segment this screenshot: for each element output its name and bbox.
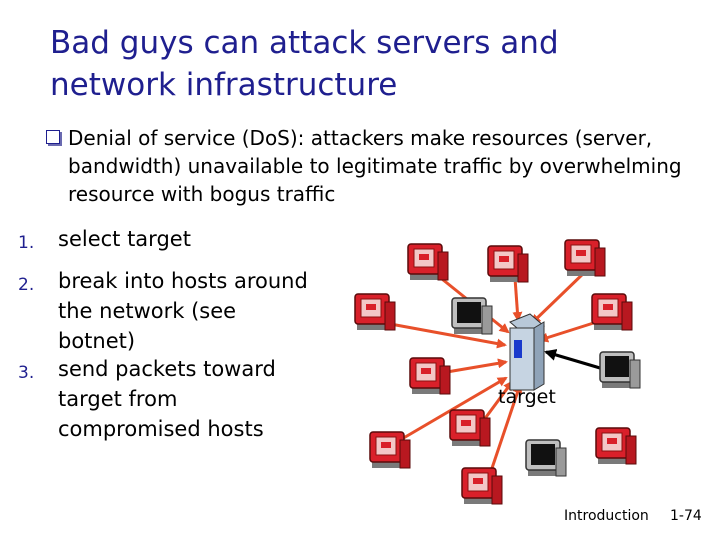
footer-section: Introduction [564, 508, 649, 524]
compromised-host-icon [595, 427, 637, 465]
step-text: send packets toward target from compromi… [58, 357, 276, 441]
compromised-host-icon [449, 409, 491, 447]
step-number: 1. [18, 233, 35, 253]
footer-page-number: 1-74 [670, 508, 702, 524]
compromised-host-icon [407, 243, 449, 281]
compromised-host-icon [564, 239, 606, 277]
step-number: 2. [18, 275, 35, 295]
step-1: 1. select target [18, 224, 191, 254]
host-icon [525, 439, 567, 477]
compromised-host-icon [591, 293, 633, 331]
target-server-icon [509, 313, 545, 391]
step-3: 3. send packets toward target from compr… [18, 354, 318, 444]
compromised-host-icon [354, 293, 396, 331]
compromised-host-icon [461, 467, 503, 505]
host-icon [451, 297, 493, 335]
slide-title: Bad guys can attack servers and network … [50, 25, 559, 103]
step-text: break into hosts around the network (see… [58, 269, 308, 353]
dos-attack-diagram [354, 239, 641, 505]
step-number: 3. [18, 363, 35, 383]
step-text: select target [58, 227, 191, 251]
compromised-host-icon [369, 431, 411, 469]
bullet-text: Denial of service (DoS): attackers make … [68, 126, 682, 206]
host-icon [599, 351, 641, 389]
target-label: target [498, 386, 556, 408]
compromised-host-icon [409, 357, 451, 395]
compromised-host-icon [487, 245, 529, 283]
square-bullet-icon [46, 130, 60, 144]
bullet-dos: Denial of service (DoS): attackers make … [46, 124, 686, 208]
step-2: 2. break into hosts around the network (… [18, 266, 318, 356]
target-link-arrow [544, 349, 601, 370]
